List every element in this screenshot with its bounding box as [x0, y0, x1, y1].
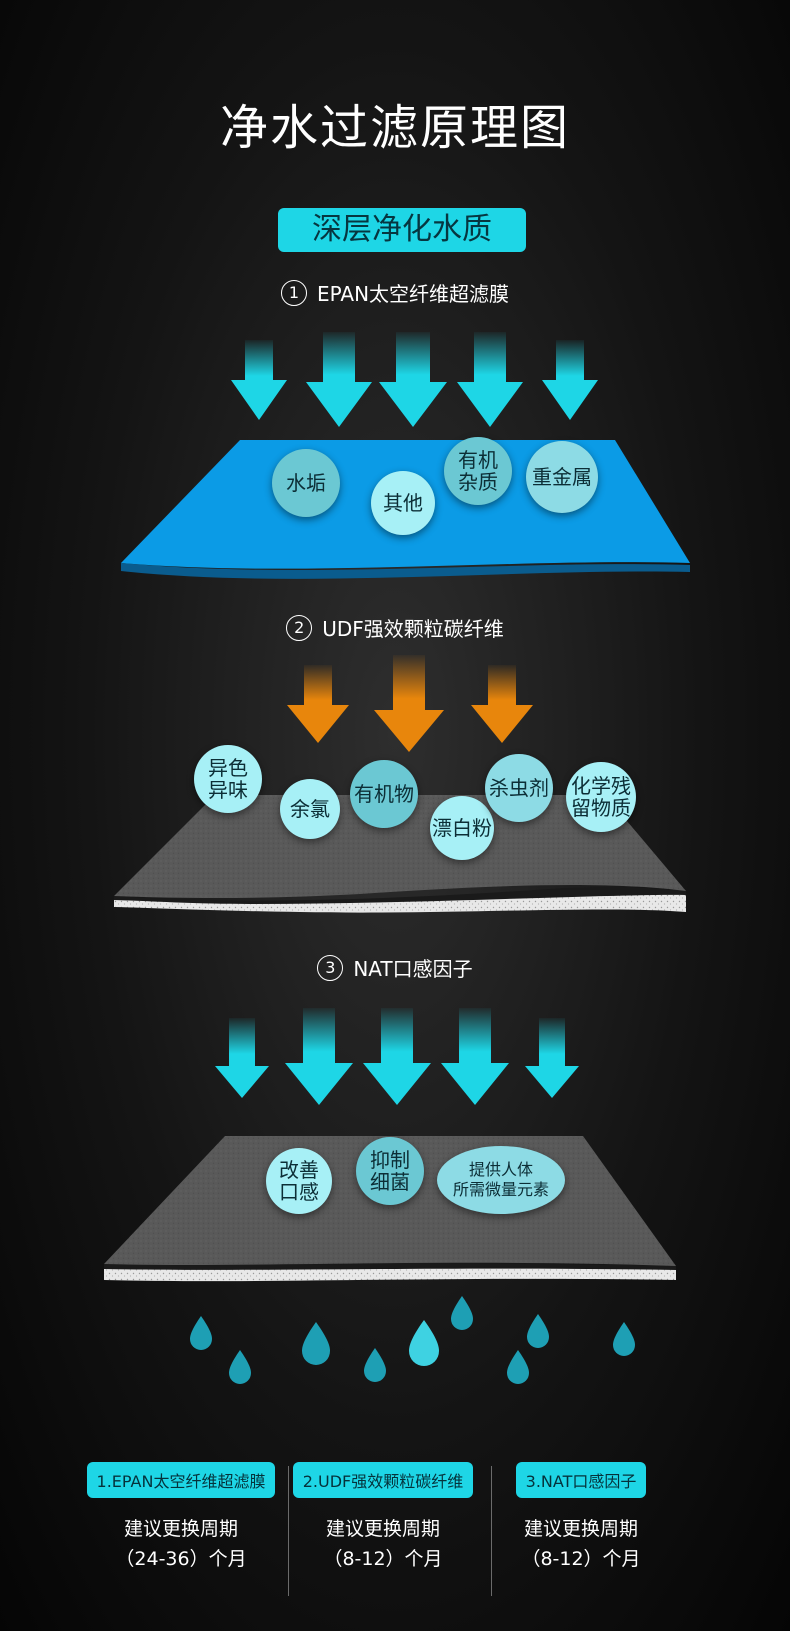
down-arrow-icon [471, 665, 533, 743]
down-arrow-icon [542, 340, 598, 420]
water-drop-icon [613, 1322, 635, 1356]
down-arrow-icon [306, 332, 372, 427]
filter-tag: 2.UDF强效颗粒碳纤维 [292, 1462, 474, 1498]
replacement-col-2: 2.UDF强效颗粒碳纤维 建议更换周期 （8-12）个月 [258, 1462, 508, 1574]
step-label: UDF强效颗粒碳纤维 [322, 617, 504, 641]
contaminant-bubble: 有机物 [350, 760, 418, 828]
step3-heading: 3 NAT口感因子 [0, 953, 790, 982]
cycle-label: 建议更换周期 [523, 1518, 638, 1540]
step-number: 1 [280, 279, 307, 306]
step2-arrows [287, 655, 533, 752]
down-arrow-icon [363, 1008, 431, 1105]
replacement-cycle: 建议更换周期 （8-12）个月 [258, 1514, 508, 1574]
cycle-label: 建议更换周期 [123, 1518, 238, 1540]
filter-tag: 3.NAT口感因子 [515, 1462, 647, 1498]
contaminant-bubble: 杀虫剂 [485, 754, 553, 822]
replacement-cycle: 建议更换周期 （8-12）个月 [456, 1514, 706, 1574]
down-arrow-icon [287, 665, 349, 743]
down-arrow-icon [285, 1008, 353, 1105]
water-drop-icon [302, 1322, 330, 1365]
down-arrow-icon [457, 332, 523, 427]
step3-arrows [215, 1008, 579, 1105]
contaminant-bubble: 异色 异味 [194, 745, 262, 813]
step1-heading: 1 EPAN太空纤维超滤膜 [0, 278, 790, 307]
water-drop-icon [507, 1350, 529, 1384]
replacement-col-1: 1.EPAN太空纤维超滤膜 建议更换周期 （24-36）个月 [56, 1462, 306, 1574]
water-drop-icon [409, 1320, 439, 1366]
step-number: 3 [317, 954, 344, 981]
benefit-bubble: 抑制 细菌 [356, 1137, 424, 1205]
step-label: EPAN太空纤维超滤膜 [316, 282, 510, 306]
down-arrow-icon [379, 332, 447, 427]
down-arrow-icon [231, 340, 287, 420]
down-arrow-icon [441, 1008, 509, 1105]
divider [288, 1466, 289, 1596]
step1-arrows [231, 332, 598, 427]
page-title: 净水过滤原理图 [219, 100, 570, 156]
step-label: NAT口感因子 [353, 957, 473, 981]
down-arrow-icon [215, 1018, 269, 1098]
cycle-months: （24-36）个月 [115, 1548, 247, 1570]
water-drop-icon [190, 1316, 212, 1350]
udf-carbon-layer [114, 795, 686, 913]
cycle-months: （8-12）个月 [521, 1548, 641, 1570]
replacement-cycle: 建议更换周期 （24-36）个月 [56, 1514, 306, 1574]
contaminant-bubble: 其他 [371, 471, 435, 535]
replacement-col-3: 3.NAT口感因子 建议更换周期 （8-12）个月 [456, 1462, 706, 1574]
divider [491, 1466, 492, 1596]
section-badge: 深层净化水质 [278, 208, 526, 252]
step-number: 2 [286, 614, 313, 641]
water-drop-icon [451, 1296, 473, 1330]
contaminant-bubble: 漂白粉 [430, 796, 494, 860]
water-drop-icon [364, 1348, 386, 1382]
contaminant-bubble: 重金属 [526, 441, 598, 513]
down-arrow-icon [374, 655, 444, 752]
contaminant-bubble: 余氯 [280, 779, 340, 839]
benefit-bubble: 提供人体 所需微量元素 [437, 1146, 565, 1214]
step2-heading: 2 UDF强效颗粒碳纤维 [0, 613, 790, 642]
cycle-months: （8-12）个月 [323, 1548, 443, 1570]
filter-tag: 1.EPAN太空纤维超滤膜 [86, 1462, 276, 1498]
down-arrow-icon [525, 1018, 579, 1098]
contaminant-bubble: 有机 杂质 [444, 437, 512, 505]
benefit-bubble: 改善 口感 [266, 1148, 332, 1214]
water-drop-icon [229, 1350, 251, 1384]
water-drop-icon [527, 1314, 549, 1348]
water-drops [190, 1296, 635, 1384]
contaminant-bubble: 化学残 留物质 [566, 762, 636, 832]
cycle-label: 建议更换周期 [325, 1518, 440, 1540]
contaminant-bubble: 水垢 [272, 449, 340, 517]
